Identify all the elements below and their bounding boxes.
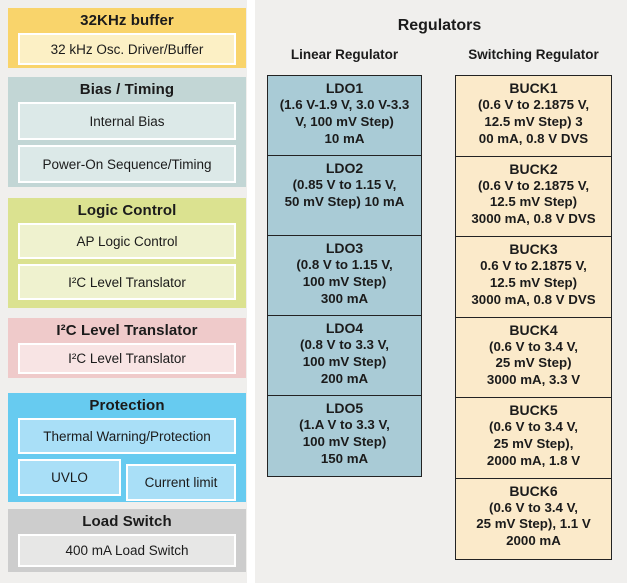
ldo3-block: LDO3 (0.8 V to 1.15 V, 100 mV Step) 300 … [267, 235, 422, 317]
regulator-desc: (1.6 V-1.9 V, 3.0 V-3.3 V, 100 mV Step) … [279, 97, 410, 146]
buck3-block: BUCK3 0.6 V to 2.1875 V, 12.5 mV Step) 3… [455, 236, 612, 318]
regulator-name: BUCK5 [509, 402, 558, 418]
subblock-400ma-load-switch: 400 mA Load Switch [18, 534, 236, 567]
regulators-title: Regulators [397, 17, 482, 34]
block-title-load-switch: Load Switch [82, 513, 172, 530]
ldo5-block: LDO5 (1.A V to 3.3 V, 100 mV Step) 150 m… [267, 395, 422, 477]
buck5-block: BUCK5 (0.6 V to 3.4 V, 25 mV Step), 2000… [455, 397, 612, 479]
regulator-name: BUCK6 [509, 482, 558, 499]
regulator-desc: (0.6 V to 2.1875 V, 12.5 mV Step) 3 00 m… [477, 97, 590, 146]
switching-regulator-column: BUCK1 (0.6 V to 2.1875 V, 12.5 mV Step) … [455, 75, 612, 560]
regulator-name: LDO3 [325, 240, 364, 256]
regulator-desc: (0.8 V to 1.15 V, 100 mV Step) 300 mA [296, 257, 393, 306]
regulator-name: BUCK3 [509, 241, 558, 257]
linear-regulator-column: LDO1 (1.6 V-1.9 V, 3.0 V-3.3 V, 100 mV S… [267, 75, 422, 477]
regulator-name: LDO4 [325, 320, 364, 336]
regulator-desc: (0.6 V to 3.4 V, 25 mV Step), 2000 mA, 1… [486, 419, 581, 468]
buck6-block: BUCK6 (0.6 V to 3.4 V, 25 mV Step), 1.1 … [455, 477, 612, 560]
regulator-desc: 0.6 V to 2.1875 V, 12.5 mV Step) 3000 mA… [471, 258, 596, 307]
regulator-desc: (0.6 V to 3.4 V, 25 mV Step) 3000 mA, 3.… [486, 338, 581, 388]
subblock-current-limit: Current limit [126, 464, 236, 501]
regulator-desc: (1.A V to 3.3 V, 100 mV Step) 150 mA [299, 417, 390, 466]
subblock-uvlo: UVLO [18, 459, 121, 496]
regulator-desc: (0.6 V to 3.4 V, 25 mV Step), 1.1 V 2000… [476, 499, 591, 549]
block-bias-timing: Bias / Timing Internal Bias Power-On Seq… [8, 77, 246, 187]
block-title-32khz-buffer: 32KHz buffer [80, 12, 174, 29]
switching-regulator-heading: Switching Regulator [468, 47, 599, 62]
subblock-i2c-level-translator: I²C Level Translator [18, 343, 236, 374]
ldo4-block: LDO4 (0.8 V to 3.3 V, 100 mV Step) 200 m… [267, 315, 422, 397]
regulator-desc: (0.8 V to 3.3 V, 100 mV Step) 200 mA [300, 337, 389, 386]
regulator-name: LDO1 [325, 80, 364, 96]
subblock-osc-driver-buffer: 32 kHz Osc. Driver/Buffer [18, 33, 236, 65]
buck2-block: BUCK2 (0.6 V to 2.1875 V, 12.5 mV Step) … [455, 155, 612, 238]
ldo2-block: LDO2 (0.85 V to 1.15 V, 50 mV Step) 10 m… [267, 155, 422, 237]
block-logic-control: Logic Control AP Logic Control I²C Level… [8, 198, 246, 308]
linear-regulator-heading: Linear Regulator [290, 47, 399, 62]
regulator-name: BUCK1 [509, 80, 558, 96]
regulator-name: BUCK2 [509, 160, 558, 177]
block-title-i2c-level-translator: I²C Level Translator [56, 322, 198, 339]
regulator-name: LDO5 [325, 400, 364, 416]
subblock-ap-logic-control: AP Logic Control [18, 223, 236, 259]
block-load-switch: Load Switch 400 mA Load Switch [8, 509, 246, 572]
regulator-desc: (0.85 V to 1.15 V, 50 mV Step) 10 mA [284, 177, 405, 209]
protection-split-row: UVLO Current limit [18, 459, 236, 501]
ldo1-block: LDO1 (1.6 V-1.9 V, 3.0 V-3.3 V, 100 mV S… [267, 75, 422, 157]
regulator-desc: (0.6 V to 2.1875 V, 12.5 mV Step) 3000 m… [471, 177, 596, 227]
block-title-protection: Protection [89, 397, 165, 414]
subblock-power-on-sequence: Power-On Sequence/Timing [18, 145, 236, 183]
block-i2c-level-translator: I²C Level Translator I²C Level Translato… [8, 318, 246, 378]
buck4-block: BUCK4 (0.6 V to 3.4 V, 25 mV Step) 3000 … [455, 316, 612, 399]
column-divider [247, 0, 255, 583]
block-title-bias-timing: Bias / Timing [79, 81, 175, 98]
block-32khz-buffer: 32KHz buffer 32 kHz Osc. Driver/Buffer [8, 8, 246, 68]
buck1-block: BUCK1 (0.6 V to 2.1875 V, 12.5 mV Step) … [455, 75, 612, 157]
subblock-i2c-level-translator: I²C Level Translator [18, 264, 236, 300]
subblock-thermal-warning: Thermal Warning/Protection [18, 418, 236, 454]
regulator-name: LDO2 [325, 160, 364, 176]
block-title-logic-control: Logic Control [77, 202, 177, 219]
subblock-internal-bias: Internal Bias [18, 102, 236, 140]
block-protection: Protection Thermal Warning/Protection UV… [8, 393, 246, 502]
regulator-name: BUCK4 [509, 321, 558, 338]
